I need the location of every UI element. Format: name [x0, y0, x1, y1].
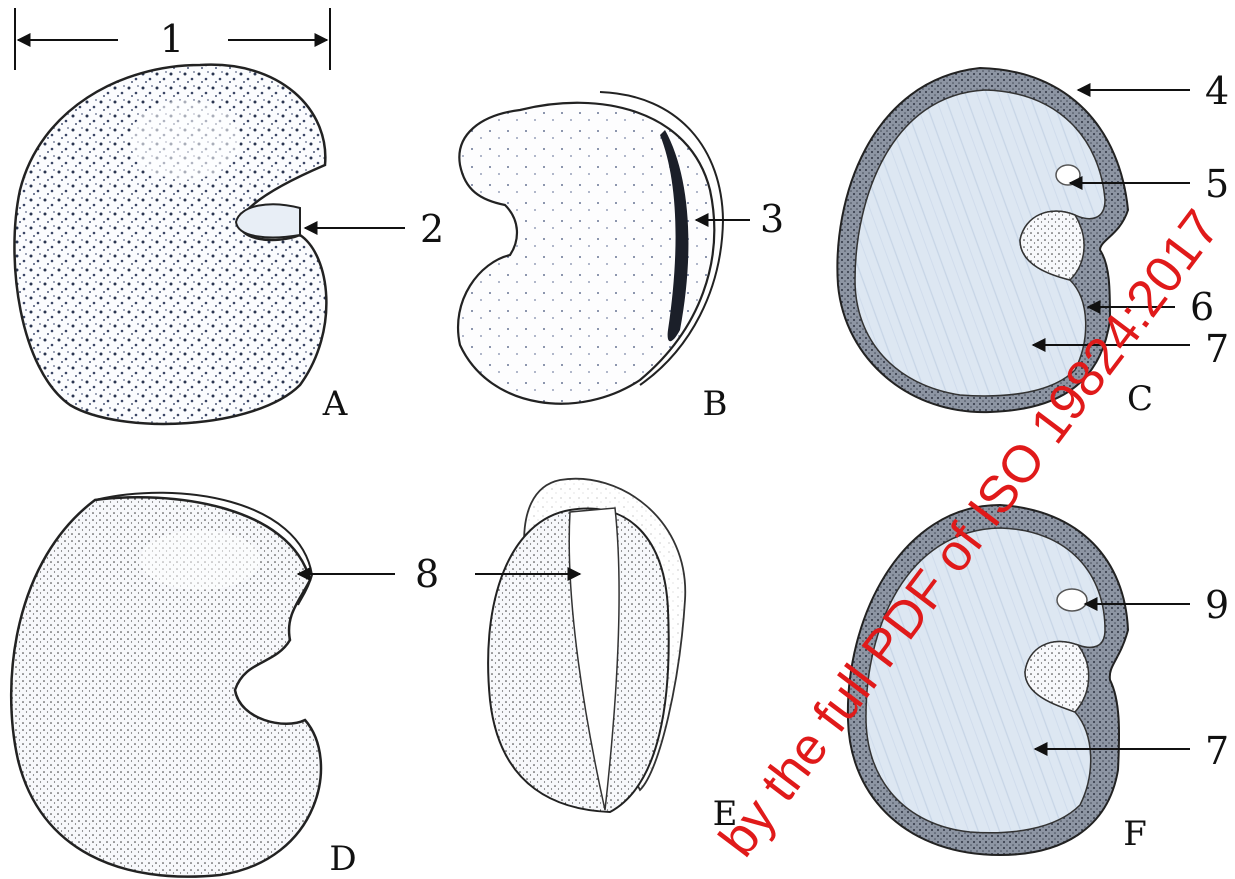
panel-a-seed	[14, 65, 326, 424]
callout-number: 2	[420, 207, 444, 251]
panel-e-seed	[488, 479, 685, 812]
callout-number: 8	[415, 552, 439, 596]
callout-number: 5	[1205, 162, 1229, 206]
panel-label: D	[329, 839, 356, 879]
callout-number: 6	[1190, 285, 1214, 329]
panel-label: C	[1127, 379, 1153, 419]
dimension-label: 1	[160, 17, 184, 61]
callout-number: 7	[1205, 729, 1229, 773]
panel-b-seed	[458, 92, 723, 404]
panel-label: B	[703, 384, 728, 424]
panel-label: F	[1123, 814, 1147, 854]
callout-number: 9	[1205, 583, 1229, 627]
callout-number: 3	[760, 197, 784, 241]
panel-label: A	[322, 384, 348, 424]
panel-d-seed	[11, 493, 321, 877]
callout-number: 4	[1205, 69, 1229, 113]
dimension-bar: 1	[15, 8, 330, 70]
callout-number: 7	[1205, 327, 1229, 371]
